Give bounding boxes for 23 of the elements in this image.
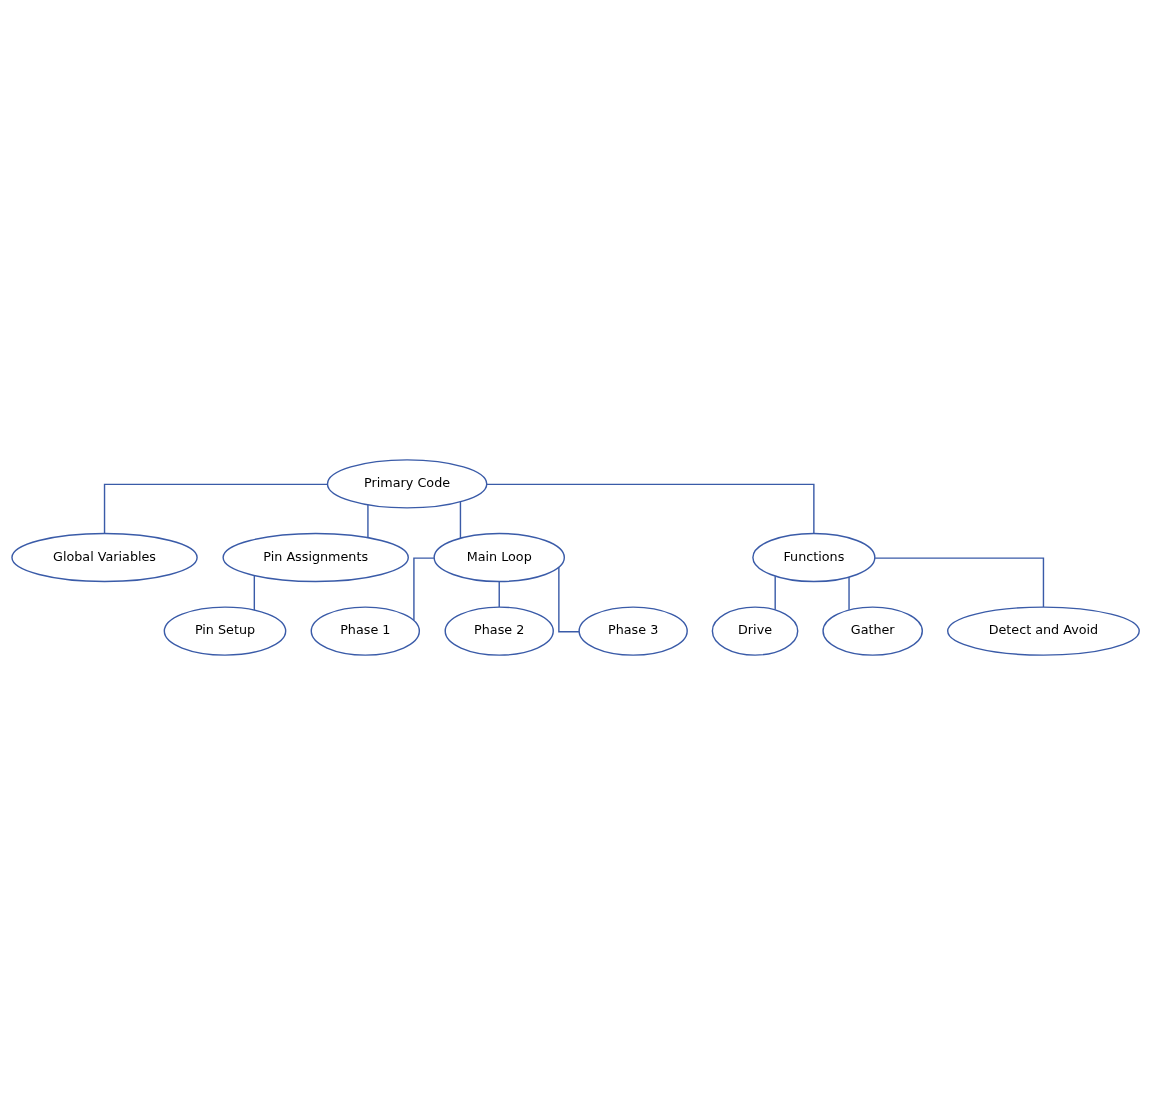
node-ellipse: Pin Assignments <box>222 532 409 582</box>
node-ellipse: Phase 3 <box>578 605 688 656</box>
connector <box>253 574 256 611</box>
node-ellipse: Drive <box>711 605 799 656</box>
connector <box>486 483 815 534</box>
node-ellipse: Detect and Avoid <box>947 605 1140 656</box>
connector <box>874 556 1045 608</box>
connector <box>103 483 329 534</box>
connector <box>367 503 369 538</box>
node-ellipse: Functions <box>752 532 876 582</box>
node-ellipse: Main Loop <box>433 532 566 582</box>
connector <box>413 556 435 621</box>
node-ellipse: Primary Code <box>326 458 488 509</box>
node-ellipse: Phase 2 <box>444 605 554 656</box>
connector <box>848 576 850 610</box>
node-ellipse: Global Variables <box>11 532 198 582</box>
connector <box>498 580 500 608</box>
node-ellipse: Pin Setup <box>163 605 287 656</box>
connector <box>774 575 776 610</box>
connector <box>459 500 462 539</box>
node-ellipse: Gather <box>822 605 923 656</box>
node-ellipse: Phase 1 <box>310 605 421 656</box>
connector <box>558 566 580 632</box>
